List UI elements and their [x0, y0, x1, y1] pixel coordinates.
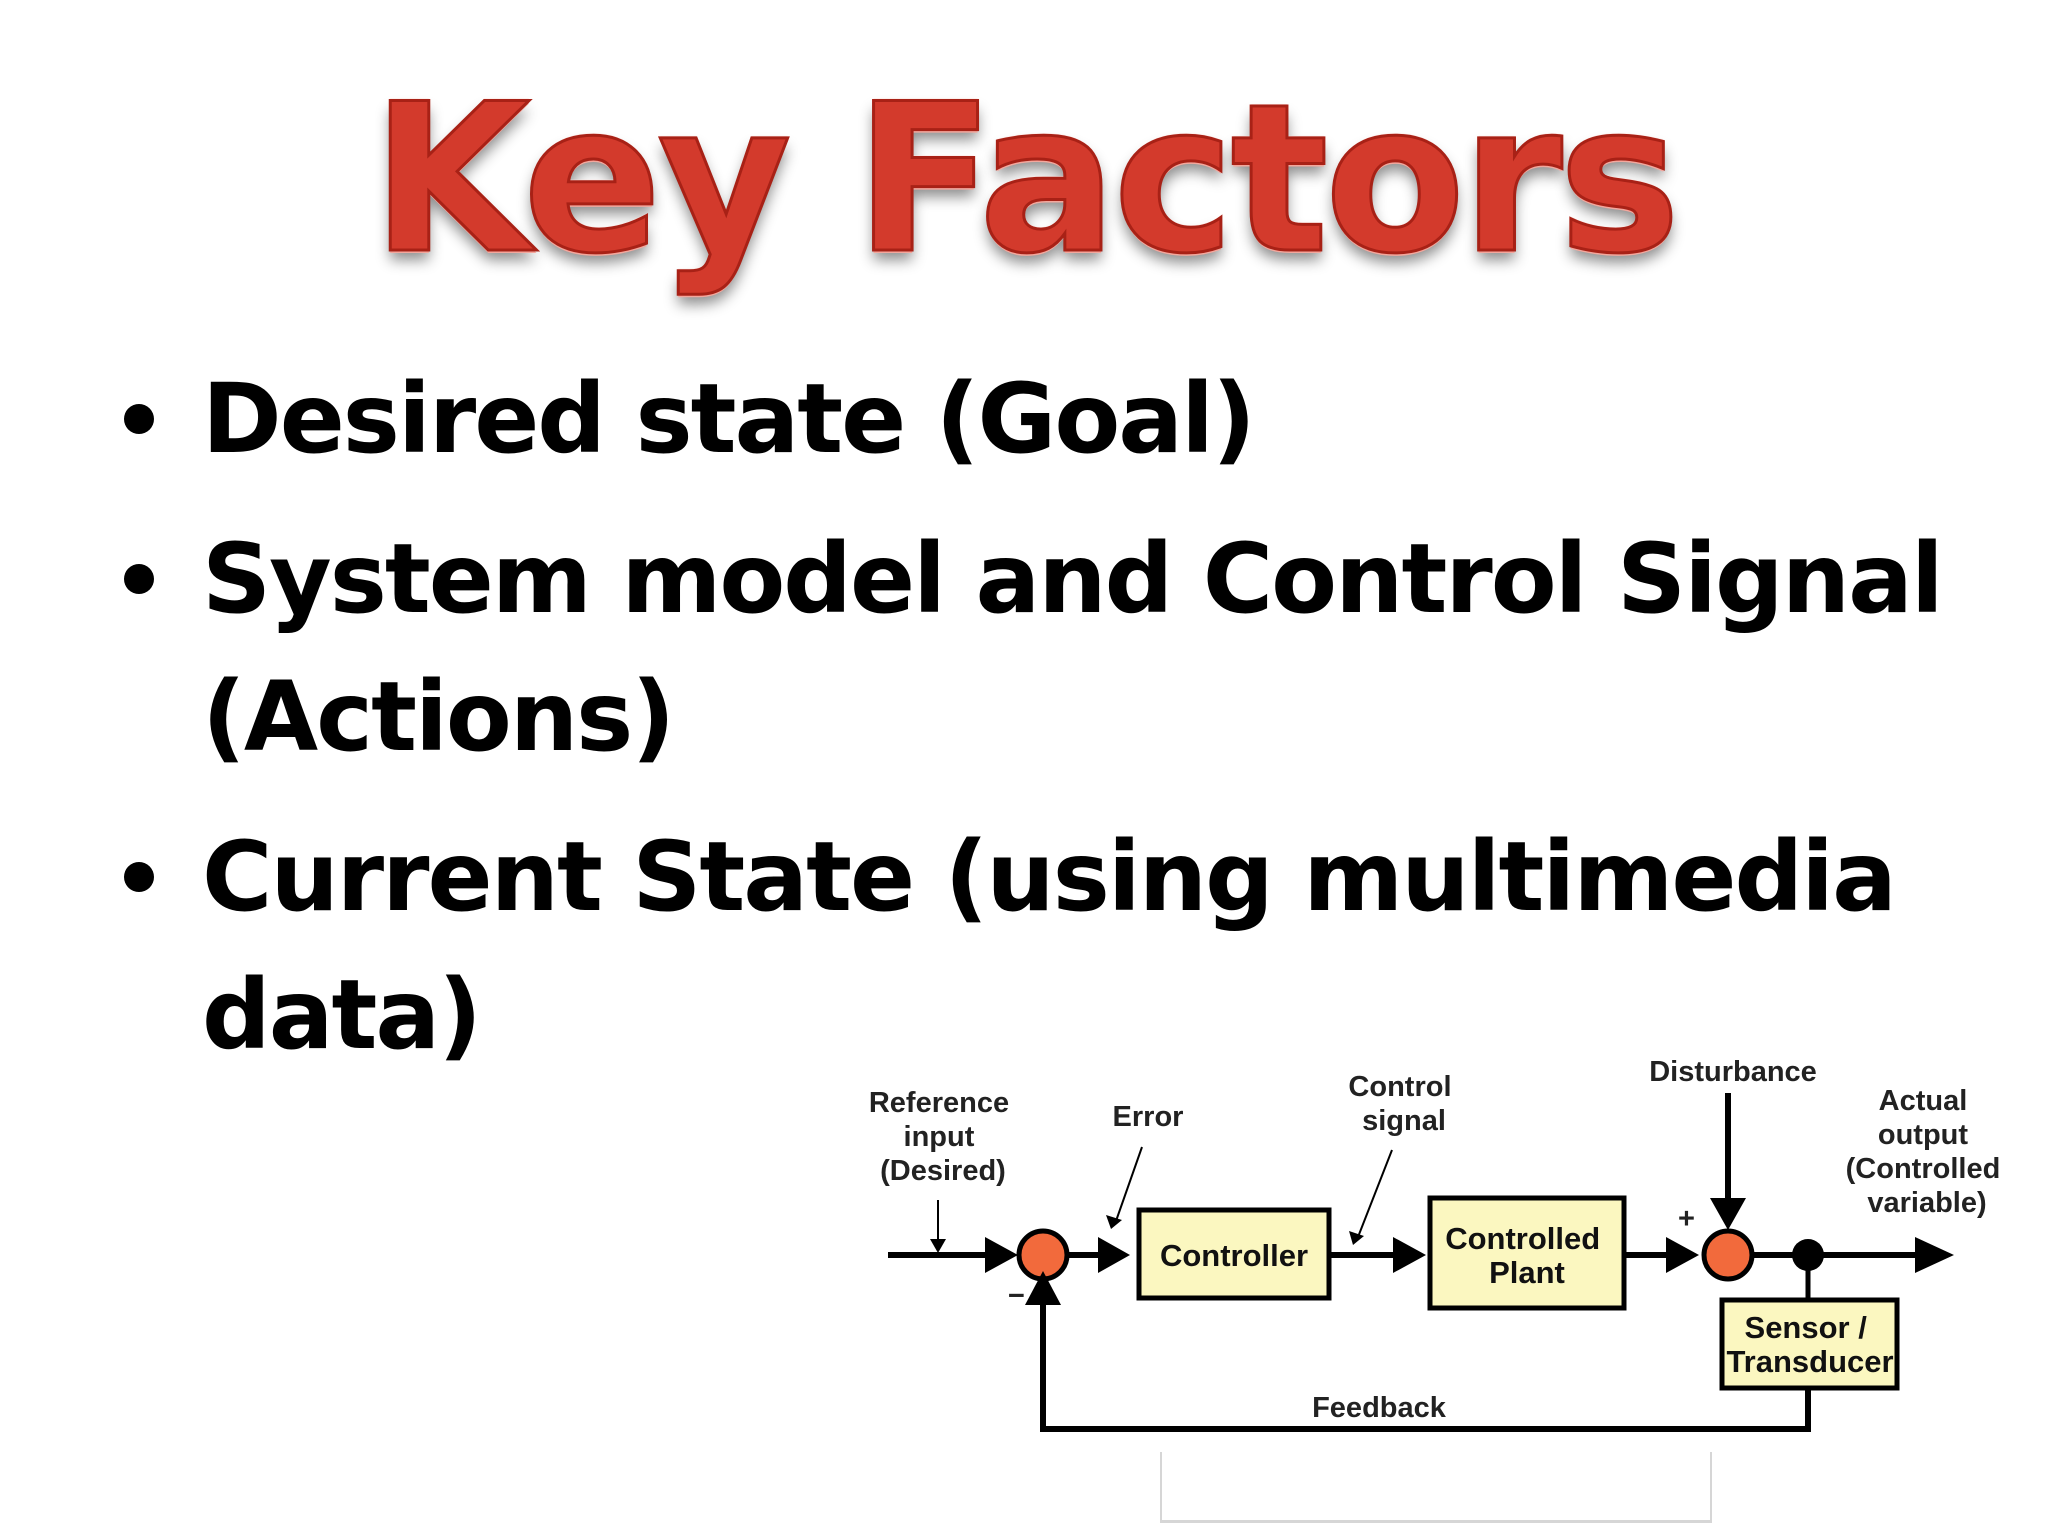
control-signal-label: Control signal: [1348, 1071, 1459, 1137]
sensor-transducer-label: Sensor / Transducer: [1726, 1310, 1893, 1379]
bullet-text-continued: (Actions): [202, 661, 675, 773]
feedback-path: [1040, 1305, 1811, 1432]
bullet-list: Desired state (Goal) System model and Co…: [120, 350, 2020, 1084]
input-arrow-head: [985, 1237, 1018, 1273]
bullet-dot-icon: [124, 862, 154, 892]
disturbance-label: Disturbance: [1649, 1056, 1817, 1088]
bullet-dot-icon: [124, 564, 154, 594]
controlled-plant-block: [1427, 1195, 1627, 1311]
bullet-item: Current State (using multimedia data): [120, 808, 2020, 1084]
sensor-transducer-block: [1719, 1297, 1900, 1391]
feedback-label: Feedback: [1312, 1392, 1447, 1424]
error-pointer: [1115, 1146, 1143, 1222]
blank-caption-box: [1160, 1452, 1712, 1523]
control-arrow-head: [1393, 1237, 1426, 1273]
feedback-arrow-head: [1025, 1271, 1061, 1305]
reference-pointer-head: [930, 1239, 946, 1253]
error-pointer-head: [1106, 1215, 1122, 1229]
bullet-dot-icon: [124, 404, 154, 434]
bullet-text: Desired state (Goal): [202, 363, 1256, 475]
disturbance-arrow-head: [1710, 1198, 1746, 1230]
control-loop-diagram: Reference input (Desired) − Error Contro…: [860, 1015, 2010, 1530]
plant-arrow-head: [1666, 1237, 1699, 1273]
bullet-item: System model and Control Signal (Actions…: [120, 510, 2020, 786]
error-label: Error: [1113, 1101, 1184, 1133]
bullet-text: Current State (using multimedia data): [202, 821, 1897, 1071]
controller-block: [1136, 1207, 1332, 1301]
controller-label: Controller: [1160, 1238, 1308, 1273]
disturbance-summing-junction: [1701, 1228, 1755, 1282]
plus-sign: +: [1678, 1203, 1695, 1235]
actual-output-label: Actual output (Controlled variable): [1846, 1085, 2009, 1219]
error-arrow-head: [1098, 1237, 1130, 1273]
minus-sign: −: [1008, 1280, 1025, 1312]
bullet-item: Desired state (Goal): [120, 350, 2020, 488]
control-signal-pointer-head: [1349, 1231, 1364, 1245]
title-area: Key Factors: [0, 50, 2048, 310]
control-signal-pointer: [1357, 1149, 1393, 1238]
output-arrow-head: [1915, 1237, 1954, 1273]
slide-title: Key Factors: [370, 60, 1682, 299]
bullet-text: System model and Control Signal: [202, 523, 1944, 635]
reference-input-label: Reference input (Desired): [869, 1087, 1017, 1187]
controlled-plant-label: Controlled Plant: [1445, 1221, 1609, 1290]
